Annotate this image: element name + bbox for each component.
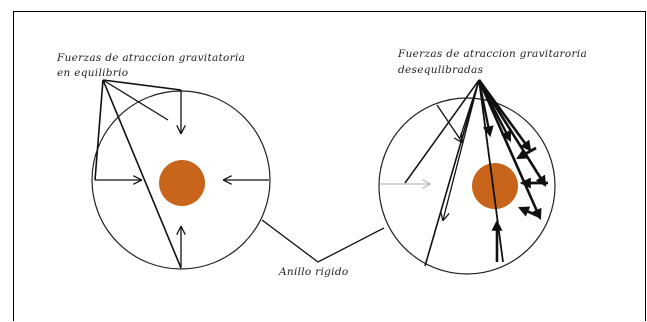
left-ring-group <box>91 79 271 270</box>
right-leader-line <box>477 79 494 138</box>
rigid-ring-connector <box>261 219 385 263</box>
right-leader-line <box>459 79 480 139</box>
right-ring-group <box>378 79 556 275</box>
right-force-arrow-top-left <box>436 104 462 142</box>
left-leader-line <box>102 79 182 91</box>
left-title-line2: en equilibrio <box>57 67 129 79</box>
left-leader-line <box>94 79 104 181</box>
left-title-line1: Fuerzas de atraccion gravitatoria <box>57 52 246 64</box>
left-leader-line <box>102 79 182 269</box>
right-leader-line <box>443 79 480 220</box>
right-leader-line <box>477 79 547 187</box>
left-planet <box>159 160 205 206</box>
right-planet <box>472 163 518 209</box>
right-leader-line <box>478 79 504 263</box>
right-title-line1: Fuerzas de atraccion gravitaroria <box>398 48 588 60</box>
right-leader-line <box>404 79 480 184</box>
left-leader-line <box>102 79 169 121</box>
ring-label: Anillo rigido <box>279 266 349 278</box>
right-leader-line <box>477 79 542 221</box>
diagram-frame <box>13 11 646 321</box>
right-force-arrow-upper-right <box>516 146 537 160</box>
right-leader-line <box>424 79 480 267</box>
right-ring <box>378 97 556 275</box>
right-force-arrow-lower-right <box>517 206 539 218</box>
right-title-line2: desequlibradas <box>398 64 484 76</box>
